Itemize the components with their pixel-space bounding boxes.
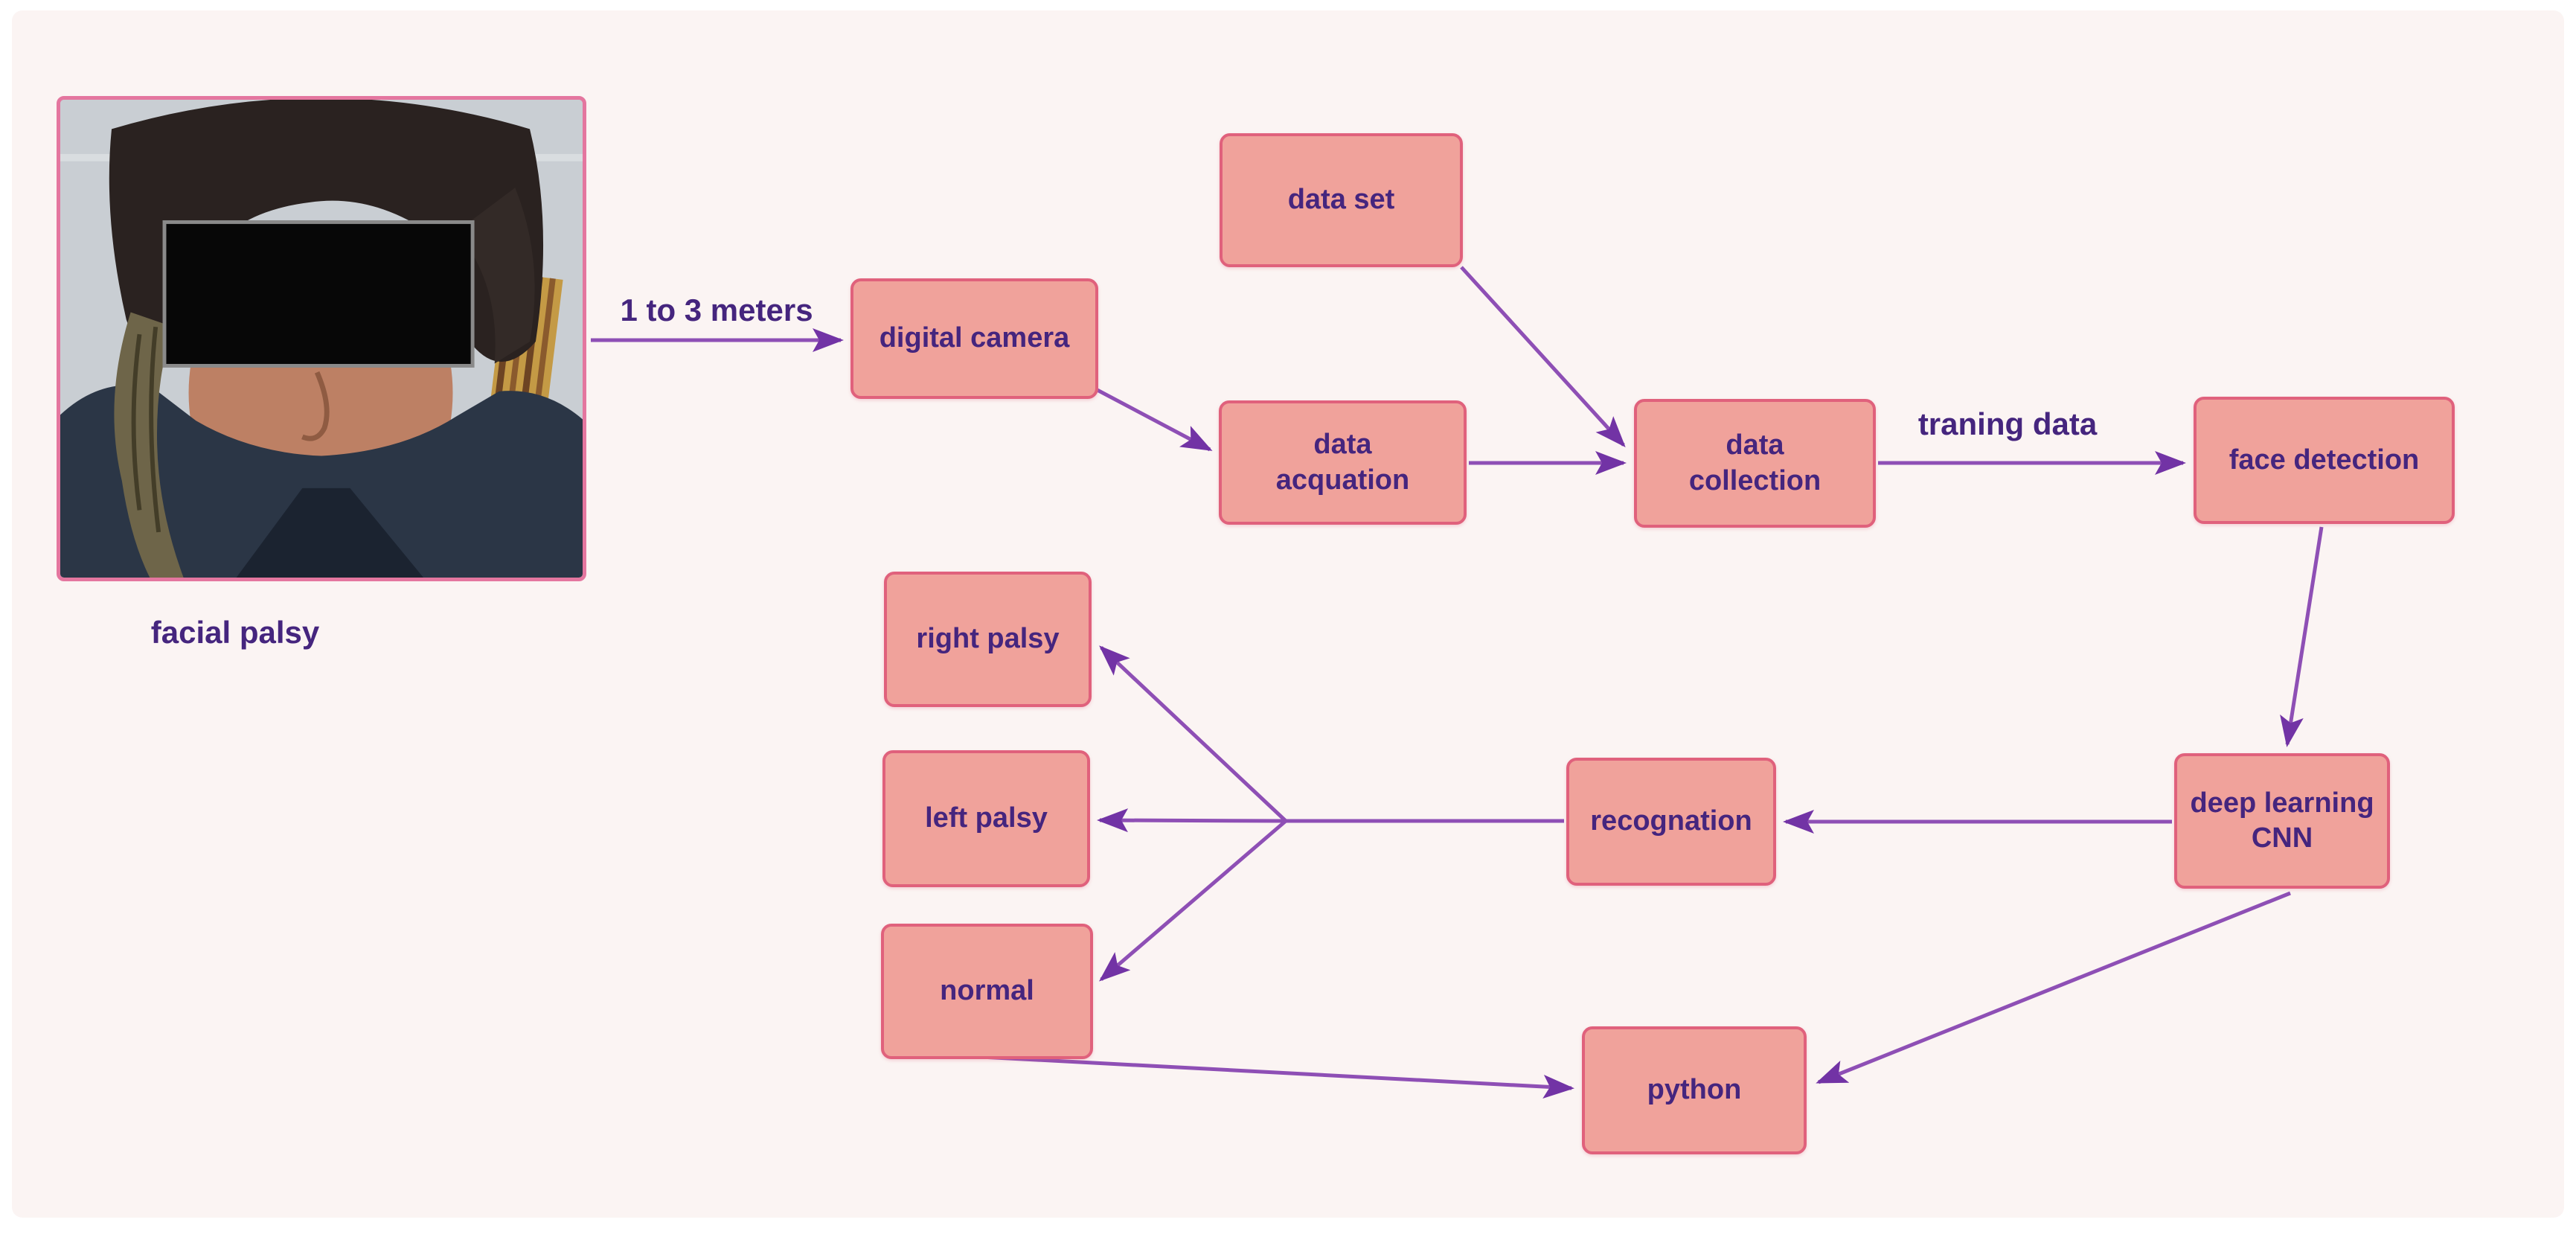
hair-side bbox=[456, 188, 535, 364]
edge-digital-camera-to-data-acquation bbox=[1079, 379, 1213, 452]
nose bbox=[301, 371, 330, 441]
edge-data-set-to-data-collection bbox=[1460, 266, 1626, 447]
node-digital-camera: digital camera bbox=[850, 278, 1098, 399]
fur-trim bbox=[114, 312, 184, 578]
censor-bar bbox=[162, 220, 475, 368]
patient-photo bbox=[57, 96, 586, 581]
edge-normal-to-python bbox=[980, 1055, 1574, 1099]
node-face-detection: face detection bbox=[2194, 397, 2455, 524]
node-data-acquation: data acquation bbox=[1219, 400, 1467, 525]
hair bbox=[109, 100, 544, 362]
diagram-canvas: facial palsy bbox=[12, 10, 2564, 1218]
edge-deep-learning-cnn-to-python bbox=[1816, 891, 2291, 1084]
node-data-set: data set bbox=[1220, 133, 1463, 267]
edge-label-training: traning data bbox=[1917, 406, 2098, 441]
edge-branch-to-right-palsy bbox=[1099, 645, 1287, 822]
fur-texture bbox=[131, 326, 161, 533]
patient-photo-art bbox=[60, 100, 583, 578]
jacket bbox=[60, 385, 583, 578]
edge-label-distance: 1 to 3 meters bbox=[620, 293, 813, 327]
jacket-opening bbox=[236, 488, 424, 578]
node-normal: normal bbox=[881, 924, 1093, 1059]
edge-branch-to-left-palsy bbox=[1097, 808, 1287, 833]
node-recognation: recognation bbox=[1566, 758, 1776, 886]
node-right-palsy: right palsy bbox=[884, 572, 1092, 707]
node-python: python bbox=[1582, 1026, 1807, 1154]
edge-face-detection-to-deep-learning-cnn bbox=[2280, 526, 2324, 747]
node-deep-learning-cnn: deep learning CNN bbox=[2174, 753, 2390, 889]
node-left-palsy: left palsy bbox=[882, 750, 1090, 887]
node-data-collection: data collection bbox=[1634, 399, 1876, 528]
edge-branch-to-normal bbox=[1098, 819, 1287, 982]
photo-caption: facial palsy bbox=[150, 615, 320, 650]
